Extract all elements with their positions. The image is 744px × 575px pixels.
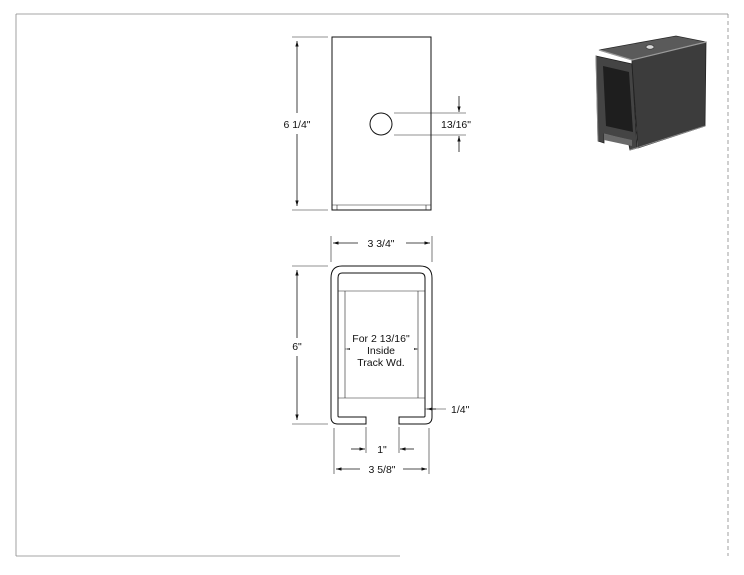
slot-width-label: 1" <box>377 444 387 456</box>
section-height-dimension: 6" <box>292 265 328 425</box>
hole-dimension: 13/16" <box>394 96 471 152</box>
inside-note-line-3: Track Wd. <box>357 357 404 369</box>
top-width-label: 3 3/4" <box>367 238 394 250</box>
section-view: 3 3/4" 6" For 2 13/16" Inside Track Wd. … <box>292 236 470 476</box>
mounting-hole <box>369 112 393 136</box>
lip-thickness-label: 1/4" <box>451 404 470 416</box>
section-height-label: 6" <box>292 341 302 353</box>
channel-profile <box>330 265 433 425</box>
inside-note-line-1: For 2 13/16" <box>352 333 410 345</box>
top-width-dimension: 3 3/4" <box>330 236 433 262</box>
bottom-width-label: 3 5/8" <box>368 464 395 476</box>
lip-dimension: 1/4" <box>425 404 470 416</box>
front-height-label: 6 1/4" <box>283 119 310 131</box>
inside-note-line-2: Inside <box>367 345 395 357</box>
bottom-width-dimension: 3 5/8" <box>333 428 430 476</box>
inside-width-note: For 2 13/16" Inside Track Wd. <box>345 331 418 369</box>
channel-bracket-3d-icon <box>595 35 707 151</box>
sheet-border <box>15 13 729 557</box>
iso-hole <box>645 44 655 50</box>
front-view: 6 1/4" 13/16" <box>283 36 471 211</box>
hole-size-label: 13/16" <box>441 119 471 131</box>
front-height-dimension: 6 1/4" <box>283 36 328 211</box>
slot-dimension: 1" <box>351 427 414 456</box>
